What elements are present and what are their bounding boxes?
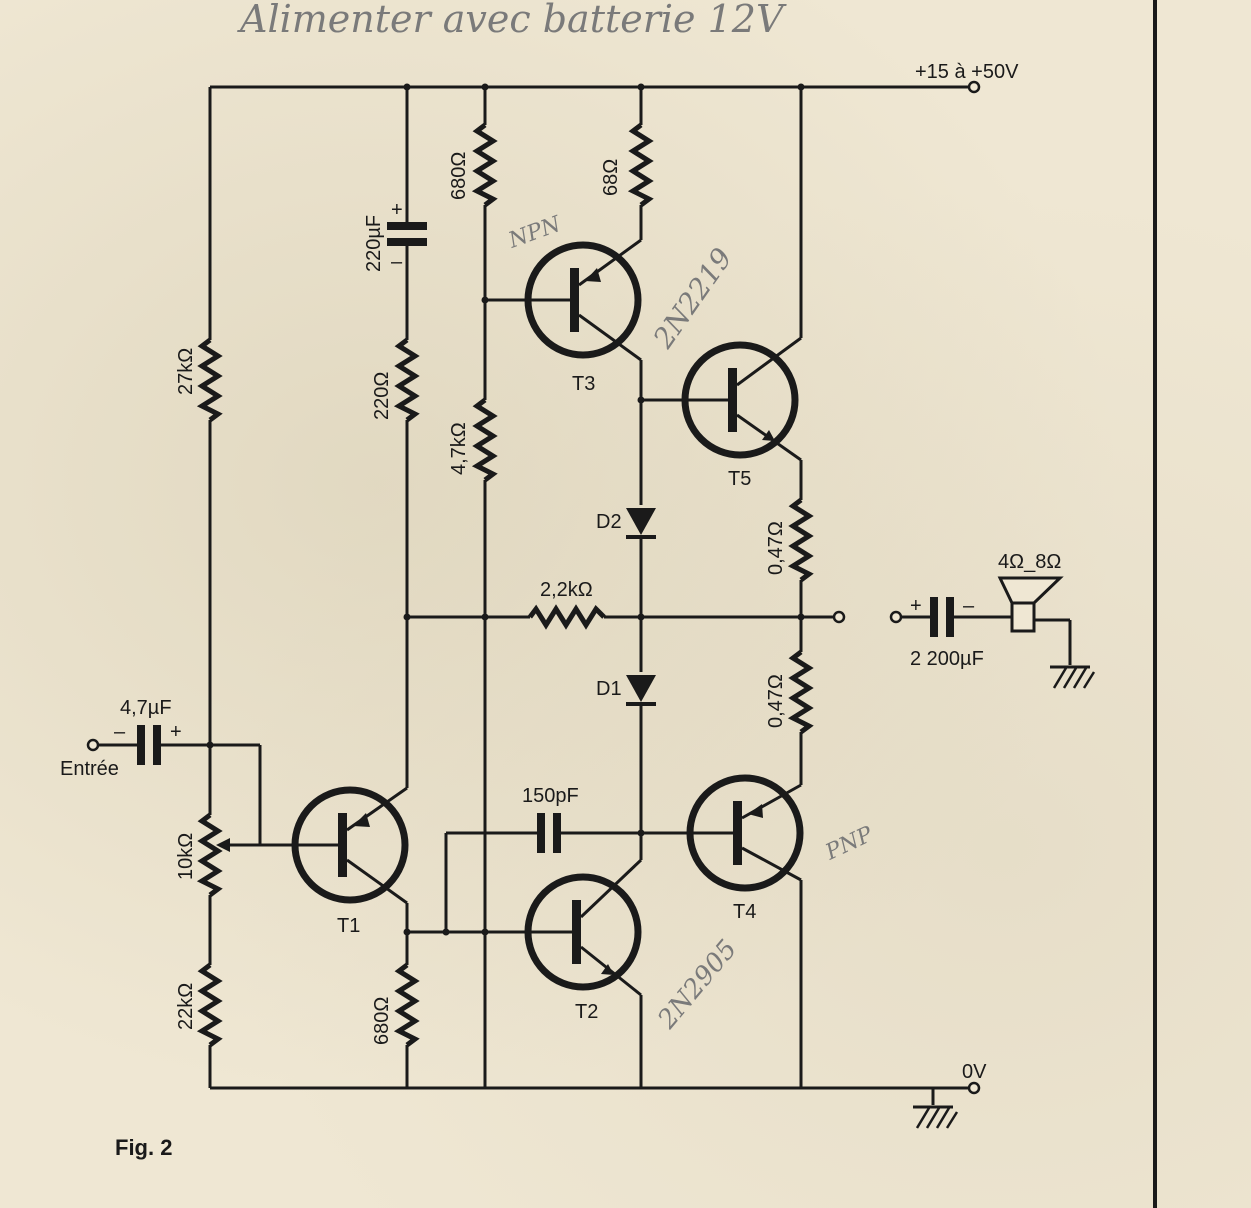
resistor-047-top-label: 0,47Ω — [765, 521, 787, 575]
column-680-4k7 — [471, 87, 528, 1088]
handwritten-note-top: Alimenter avec batterie 12V — [237, 0, 787, 41]
handwritten-t5-part: 2N2219 — [646, 242, 739, 355]
handwritten-npn: NPN — [505, 212, 565, 254]
input-cap-plus: + — [170, 721, 182, 743]
supply-rail — [210, 80, 981, 94]
diode-d1-label: D1 — [596, 678, 622, 700]
transistor-t3 — [524, 238, 642, 362]
output-column — [787, 87, 814, 1088]
ground-rail — [210, 1081, 981, 1129]
transistor-t4 — [686, 774, 804, 892]
output-cap-minus: – — [963, 595, 975, 617]
input-label: Entrée — [60, 758, 119, 780]
pot-wiper — [216, 838, 260, 852]
t1-label: T1 — [337, 915, 360, 937]
supply-voltage-label: +15 à +50V — [915, 61, 1019, 83]
handwritten-t2-part: 2N2905 — [652, 934, 743, 1035]
resistor-68-label: 68Ω — [600, 159, 622, 196]
t3-label: T3 — [572, 373, 595, 395]
input-section — [86, 725, 308, 847]
speaker-label: 4Ω_8Ω — [998, 551, 1061, 573]
capacitor-220uF-minus: – — [391, 251, 403, 273]
column-68-diodes — [626, 87, 705, 860]
ground-label: 0V — [962, 1061, 987, 1083]
figure-caption: Fig. 2 — [115, 1135, 172, 1160]
resistor-2k2-label: 2,2kΩ — [540, 579, 593, 601]
t2-label: T2 — [575, 1001, 598, 1023]
feedback-line — [407, 604, 846, 630]
capacitor-150pF-label: 150pF — [522, 785, 579, 807]
transistor-t2 — [524, 858, 643, 1088]
diode-d2-label: D2 — [596, 511, 622, 533]
speaker-section — [889, 576, 1096, 689]
input-cap-minus: – — [114, 721, 126, 743]
input-capacitor-label: 4,7µF — [120, 697, 172, 719]
t5-label: T5 — [728, 468, 751, 490]
speaker-icon — [997, 576, 1064, 633]
capacitor-220uF-plus: + — [391, 199, 403, 221]
output-capacitor-label: 2 200µF — [910, 648, 984, 670]
resistor-680-bottom-label: 680Ω — [371, 997, 393, 1045]
output-cap-plus: + — [910, 595, 922, 617]
handwritten-pnp: PNP — [821, 822, 878, 866]
t1-collector-net — [393, 813, 641, 1088]
resistor-047-bottom-label: 0,47Ω — [765, 674, 787, 728]
bias-divider-column — [196, 87, 223, 1088]
resistor-680-top-label: 680Ω — [448, 152, 470, 200]
transistor-t1 — [291, 786, 409, 905]
resistor-220-label: 220Ω — [371, 372, 393, 420]
transistor-t5 — [681, 336, 802, 462]
resistor-27k-label: 27kΩ — [175, 348, 197, 395]
column-220 — [387, 87, 427, 788]
t4-label: T4 — [733, 901, 756, 923]
resistor-4k7-label: 4,7kΩ — [448, 422, 470, 475]
resistor-22k-label: 22kΩ — [175, 983, 197, 1030]
pot-10k-label: 10kΩ — [175, 833, 197, 880]
capacitor-220uF-label: 220µF — [363, 215, 385, 272]
